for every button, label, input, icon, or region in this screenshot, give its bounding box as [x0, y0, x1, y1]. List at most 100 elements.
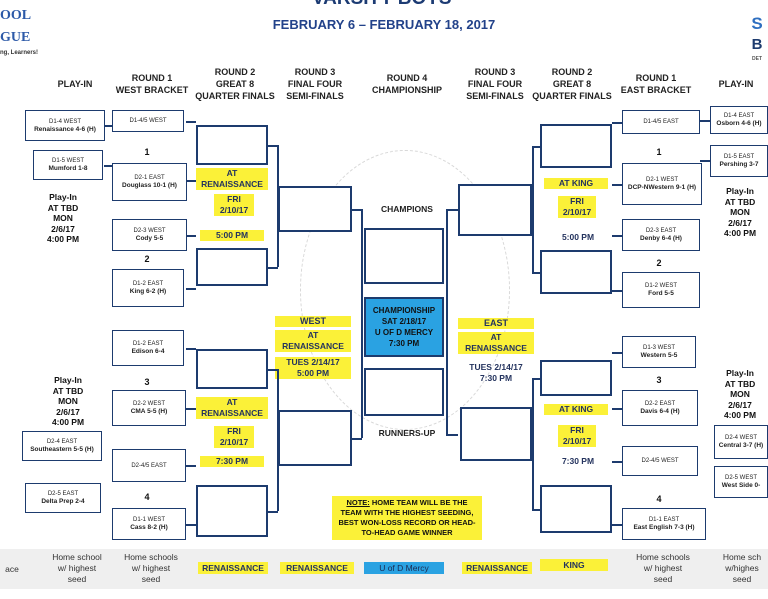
west-playin-info-bot: Play-In AT TBD MON 2/6/17 4:00 PM [51, 375, 85, 427]
connector [104, 165, 112, 167]
east-r2-slot-1 [540, 124, 612, 168]
east-r3-slot-2 [460, 407, 532, 461]
footer-home-schools-west: Home schools w/ highest seed [124, 552, 178, 584]
east-playin-info-bot: Play-In AT TBD MON 2/6/17 4:00 PM [723, 368, 757, 420]
runners-up-label: RUNNERS-UP [378, 428, 436, 438]
connector [352, 209, 362, 211]
east-r2-slot-3 [540, 360, 612, 396]
connector [268, 267, 278, 269]
connector [612, 122, 622, 124]
basketball-watermark [300, 150, 510, 430]
footer-renaissance-3: RENAISSANCE [462, 562, 532, 574]
footer-king: KING [540, 559, 608, 571]
logo-text-3: ng, Learners! [0, 50, 39, 56]
footer-home-school: Home school w/ highest seed [52, 552, 102, 584]
col-round4: ROUND 4 CHAMPIONSHIP [371, 73, 442, 95]
logo-text-1: OOL [0, 8, 32, 23]
connector [268, 145, 278, 147]
connector [532, 272, 540, 274]
west-r1-slot-1: D1-4/5 WEST [112, 110, 184, 132]
east-r2-top-day: FRI 2/10/17 [558, 196, 596, 218]
west-playin-info-top: Play-In AT TBD MON 2/6/17 4:00 PM [46, 192, 80, 244]
west-seed-2: 2 [144, 254, 150, 264]
west-r2-slot-3 [196, 349, 268, 389]
east-r1-slot-1: D1-4/5 EAST [622, 110, 700, 134]
connector [612, 408, 622, 410]
west-r2-slot-2 [196, 248, 268, 286]
connector [186, 235, 196, 237]
connector [104, 125, 112, 127]
west-r2-bot-time: 7:30 PM [200, 456, 264, 467]
connector [532, 146, 534, 272]
west-r3-when: TUES 2/14/17 5:00 PM [275, 357, 351, 379]
connector [186, 288, 196, 290]
east-seed-1: 1 [656, 147, 662, 157]
connector [532, 378, 540, 380]
col-playin-right: PLAY-IN [718, 79, 754, 89]
west-seed-1: 1 [144, 147, 150, 157]
connector [446, 434, 458, 436]
west-r3-slot-2 [278, 410, 352, 466]
east-r2-top-time: 5:00 PM [561, 232, 595, 242]
connector [352, 438, 362, 440]
footer-renaissance-2: RENAISSANCE [280, 562, 354, 574]
west-r3-name: WEST [275, 316, 351, 327]
connector [277, 369, 279, 511]
col-round2-east: ROUND 2 GREAT 8 QUARTER FINALS [532, 67, 612, 101]
west-r2-bot-day: FRI 2/10/17 [214, 426, 254, 448]
footer-home-schools-right: Home sch w/highes seed [722, 552, 762, 584]
west-r2-bot-site: AT RENAISSANCE [196, 397, 268, 419]
champion-slot [364, 228, 444, 284]
east-seed-2: 2 [656, 258, 662, 268]
east-r2-bot-time: 7:30 PM [561, 456, 595, 466]
connector [612, 461, 622, 463]
connector [532, 378, 534, 509]
footer-udm: U of D Mercy [364, 562, 444, 574]
col-round2-west: ROUND 2 GREAT 8 QUARTER FINALS [195, 67, 275, 101]
west-r3-slot-1 [278, 186, 352, 232]
connector [532, 509, 540, 511]
connector [277, 145, 279, 267]
runnerup-slot [364, 368, 444, 416]
west-r3-site: AT RENAISSANCE [275, 330, 351, 352]
connector [186, 180, 196, 182]
page-title: VARSITY BOYS' [0, 0, 768, 10]
connector [361, 209, 363, 438]
connector [446, 209, 458, 211]
date-range: FEBRUARY 6 – FEBRUARY 18, 2017 [272, 17, 496, 32]
east-r2-bot-day: FRI 2/10/17 [558, 425, 596, 447]
west-r2-top-day: FRI 2/10/17 [214, 194, 254, 216]
col-round3-east: ROUND 3 FINAL FOUR SEMI-FINALS [466, 67, 524, 101]
east-r2-slot-4 [540, 485, 612, 533]
connector [612, 184, 622, 186]
championship-info: CHAMPIONSHIP SAT 2/18/17 U OF D MERCY 7:… [364, 297, 444, 357]
logo-right-b: B [746, 36, 768, 56]
home-team-note: NOTE: HOME TEAM WILL BE THE TEAM WITH TH… [332, 496, 482, 540]
east-r3-when: TUES 2/14/17 7:30 PM [469, 362, 523, 383]
footer-renaissance-1: RENAISSANCE [198, 562, 268, 574]
east-playin-info-top: Play-In AT TBD MON 2/6/17 4:00 PM [723, 186, 757, 238]
footer-left-cut: ace [5, 564, 19, 574]
west-seed-4: 4 [144, 492, 150, 502]
west-r2-slot-1 [196, 125, 268, 165]
logo-right-s: S [746, 14, 768, 36]
east-r1-slot-7: D2-4/5 WEST [622, 446, 698, 476]
east-r3-site: AT RENAISSANCE [458, 332, 534, 354]
connector [700, 160, 710, 162]
connector [446, 209, 448, 434]
connector [186, 465, 196, 467]
